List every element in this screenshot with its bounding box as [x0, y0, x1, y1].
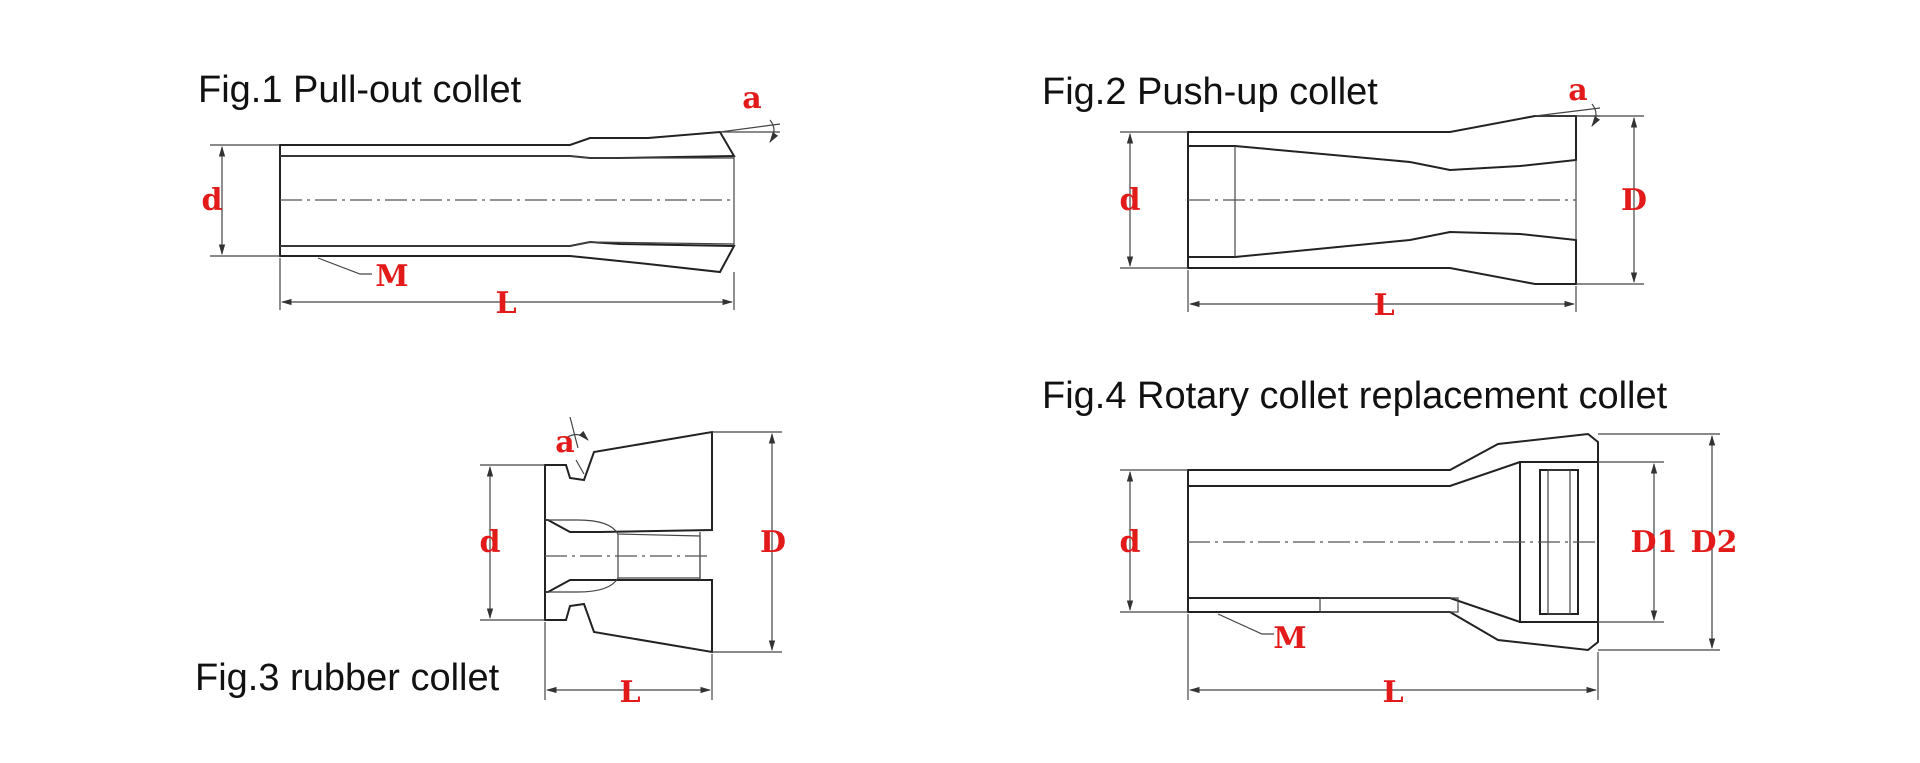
figure-1-label-angle: a: [742, 81, 761, 116]
figure-2-label-d: d: [1120, 183, 1141, 218]
figure-2-push-up-collet: Fig.2 Push-up collet: [1042, 71, 1647, 323]
figure-4-label-D1: D1: [1631, 525, 1678, 560]
figure-1-dimensions: [210, 119, 781, 310]
figure-1-body: [279, 130, 736, 274]
figure-3-dimensions: [480, 416, 782, 700]
figure-1-label-d: d: [202, 183, 223, 218]
figure-1-label-M: M: [375, 259, 408, 294]
figure-4-rotary-collet: Fig.4 Rotary collet replacement collet: [1042, 375, 1737, 710]
figure-4-dimensions: [1120, 433, 1720, 700]
figure-3-title: Fig.3 rubber collet: [195, 657, 500, 699]
figure-4-body: [1187, 432, 1599, 652]
figure-4-label-d: d: [1120, 525, 1141, 560]
figure-2-label-L: L: [1373, 288, 1394, 323]
figure-3-label-d: d: [480, 525, 501, 560]
figure-4-title: Fig.4 Rotary collet replacement collet: [1042, 375, 1668, 417]
figure-3-label-L: L: [619, 675, 640, 710]
figure-1-title: Fig.1 Pull-out collet: [198, 69, 522, 111]
figure-4-label-D2: D2: [1691, 525, 1738, 560]
figure-1-pull-out-collet: Fig.1 Pull-out collet: [198, 69, 781, 321]
figure-2-body: [1187, 115, 1577, 285]
figure-2-dimensions: [1120, 103, 1644, 312]
figure-3-label-angle: a: [555, 425, 574, 460]
figure-4-label-L: L: [1382, 675, 1403, 710]
figure-3-body: [544, 430, 713, 654]
figure-3-rubber-collet: Fig.3 rubber collet: [195, 416, 786, 710]
figure-2-label-angle: a: [1568, 73, 1587, 108]
figure-4-label-M: M: [1273, 621, 1306, 656]
figure-2-label-D: D: [1621, 183, 1647, 218]
figure-2-title: Fig.2 Push-up collet: [1042, 71, 1378, 113]
figure-3-label-D: D: [760, 525, 786, 560]
figure-1-label-L: L: [495, 286, 516, 321]
